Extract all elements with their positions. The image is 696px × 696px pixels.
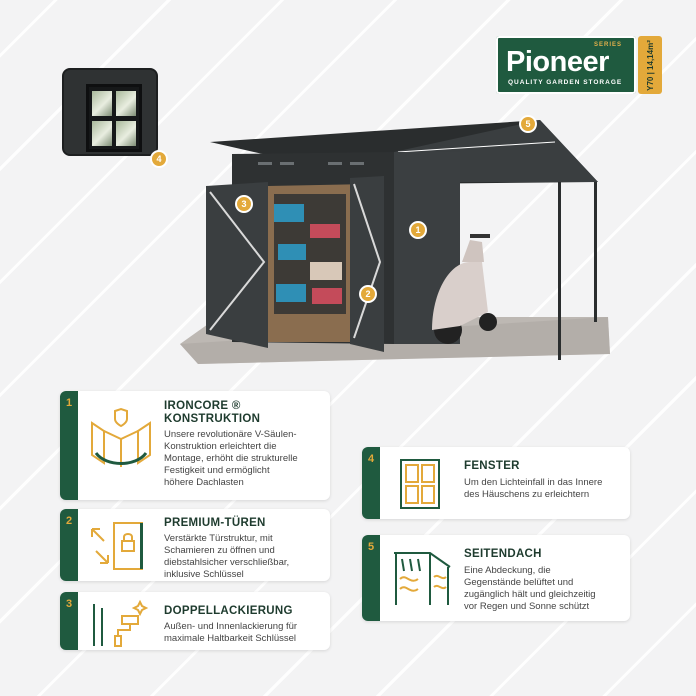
shed-illustration: 3 2 1 5	[180, 115, 610, 364]
logo-name: Pioneer	[506, 46, 609, 78]
paint-roller-icon	[93, 599, 149, 647]
model-label: Y70 | 14,14m²	[645, 39, 655, 91]
feature-title: DOPPELLACKIERUNG	[164, 605, 293, 617]
window-icon	[400, 459, 440, 509]
feature-card-window: 4 FENSTER Um den Lichteinfall in das Inn…	[362, 447, 630, 519]
feature-description: Außen- und Innenlackierung für maximale …	[164, 621, 298, 644]
side-roof-icon	[394, 552, 451, 605]
window-frame	[86, 84, 142, 152]
feature-number: 4	[362, 447, 380, 519]
window-detail-image	[62, 68, 158, 156]
callout-badge-2: 2	[365, 289, 370, 299]
feature-card-ironcore: 1 IRONCORE ® KONSTRUKTION Unsere revolut…	[60, 391, 330, 500]
callout-badge-5: 5	[525, 119, 530, 129]
logo-tagline: QUALITY GARDEN STORAGE	[508, 79, 623, 86]
feature-card-doors: 2 PREMIUM-TÜREN Verstärkte Türstruktur, …	[60, 509, 330, 581]
door-lock-icon	[91, 522, 143, 570]
feature-number: 3	[60, 592, 78, 650]
brand-logo: SERIES Pioneer QUALITY GARDEN STORAGE	[496, 36, 636, 94]
feature-description: Verstärkte Türstruktur, mit Schamieren z…	[164, 533, 290, 580]
feature-title: FENSTER	[464, 460, 520, 472]
feature-title: PREMIUM-TÜREN	[164, 517, 266, 529]
feature-number: 1	[60, 391, 78, 500]
callout-badge-1: 1	[415, 225, 420, 235]
feature-card-side-roof: 5 SEITENDACH Eine Abdeckung, die Gegenst…	[362, 535, 630, 621]
model-badge: Y70 | 14,14m²	[638, 36, 662, 94]
feature-description: Eine Abdeckung, die Gegenstände belüftet…	[464, 565, 596, 612]
feature-title: SEITENDACH	[464, 548, 542, 560]
feature-title: IRONCORE ® KONSTRUKTION	[164, 400, 261, 425]
feature-description: Unsere revolutionäre V-Säulen- Konstrukt…	[164, 429, 298, 488]
v-column-icon	[91, 407, 151, 467]
callout-badge-3: 3	[241, 199, 246, 209]
feature-description: Um den Lichteinfall in das Innere des Hä…	[464, 477, 603, 500]
feature-card-paint: 3 DOPPELLACKIERUNG Außen- und Innenlacki…	[60, 592, 330, 650]
feature-number: 5	[362, 535, 380, 621]
logo-series: SERIES	[593, 42, 622, 48]
feature-number: 2	[60, 509, 78, 581]
callout-badge-4: 4	[150, 150, 168, 168]
